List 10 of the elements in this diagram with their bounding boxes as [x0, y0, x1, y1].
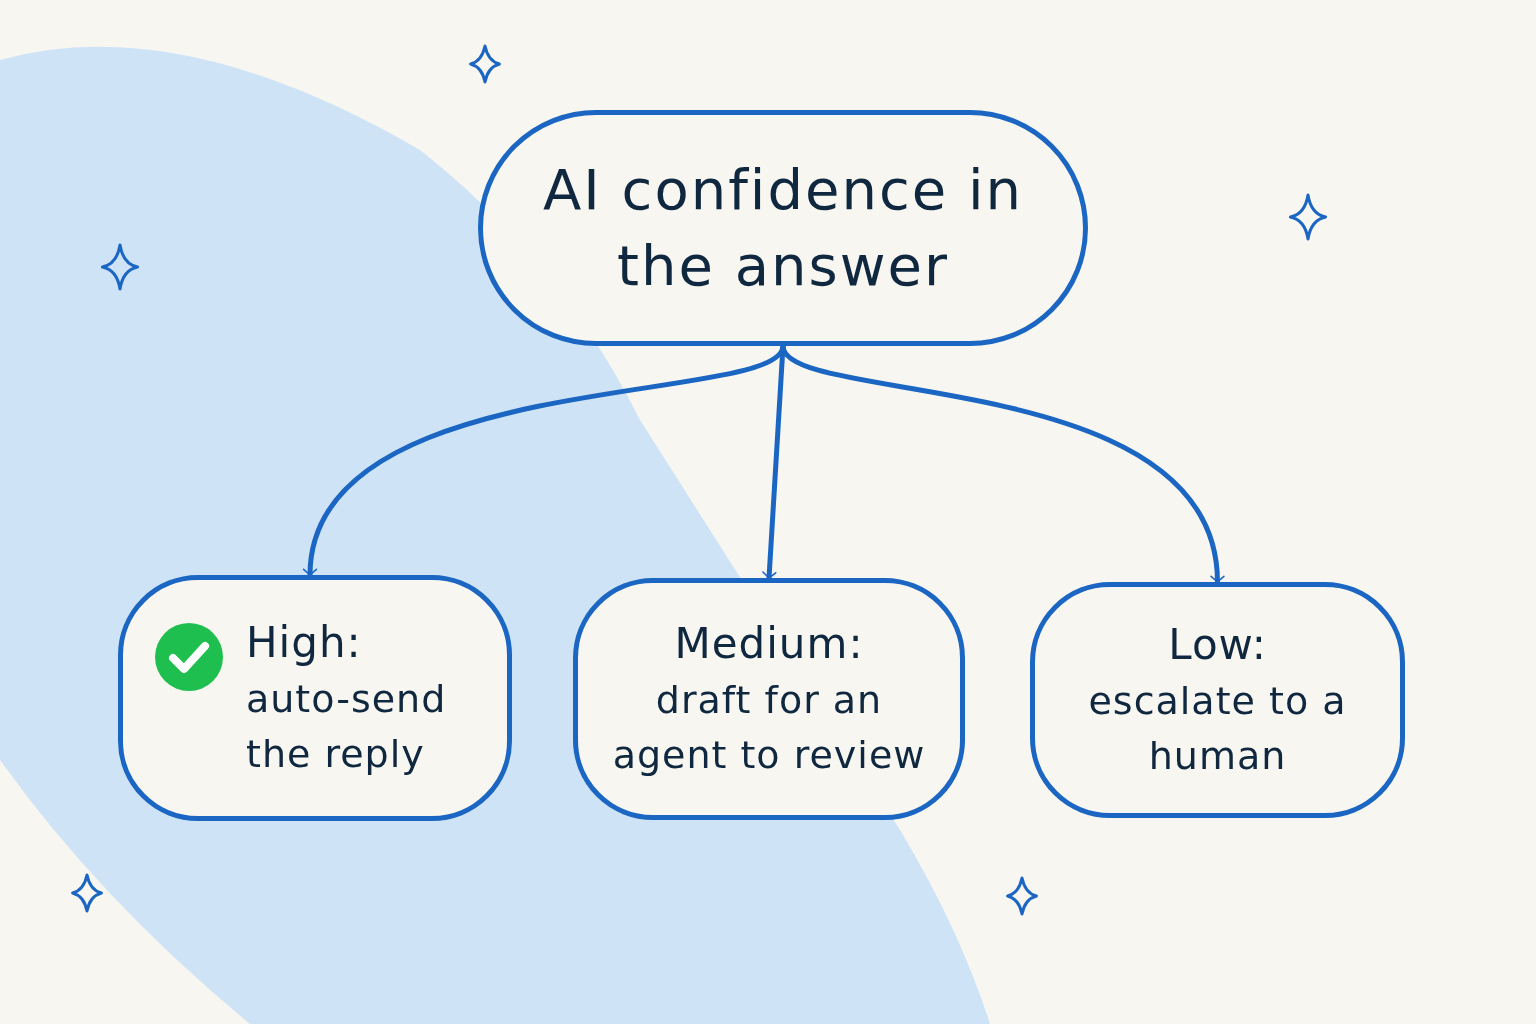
outcome-heading: High: [246, 616, 362, 669]
outcome-box [573, 578, 965, 820]
outcome-text: auto-send the reply [246, 676, 448, 779]
outcome-text: escalate to a human [1087, 678, 1348, 781]
outcome-heading: Medium: [674, 617, 864, 670]
outcome-heading: Low: [1168, 618, 1267, 671]
outcome-box [118, 575, 512, 821]
node-title: AI confidence in the answer [542, 156, 1024, 300]
outcome-box [1030, 582, 1405, 818]
outcome-text: draft for an agent to review [611, 677, 927, 780]
